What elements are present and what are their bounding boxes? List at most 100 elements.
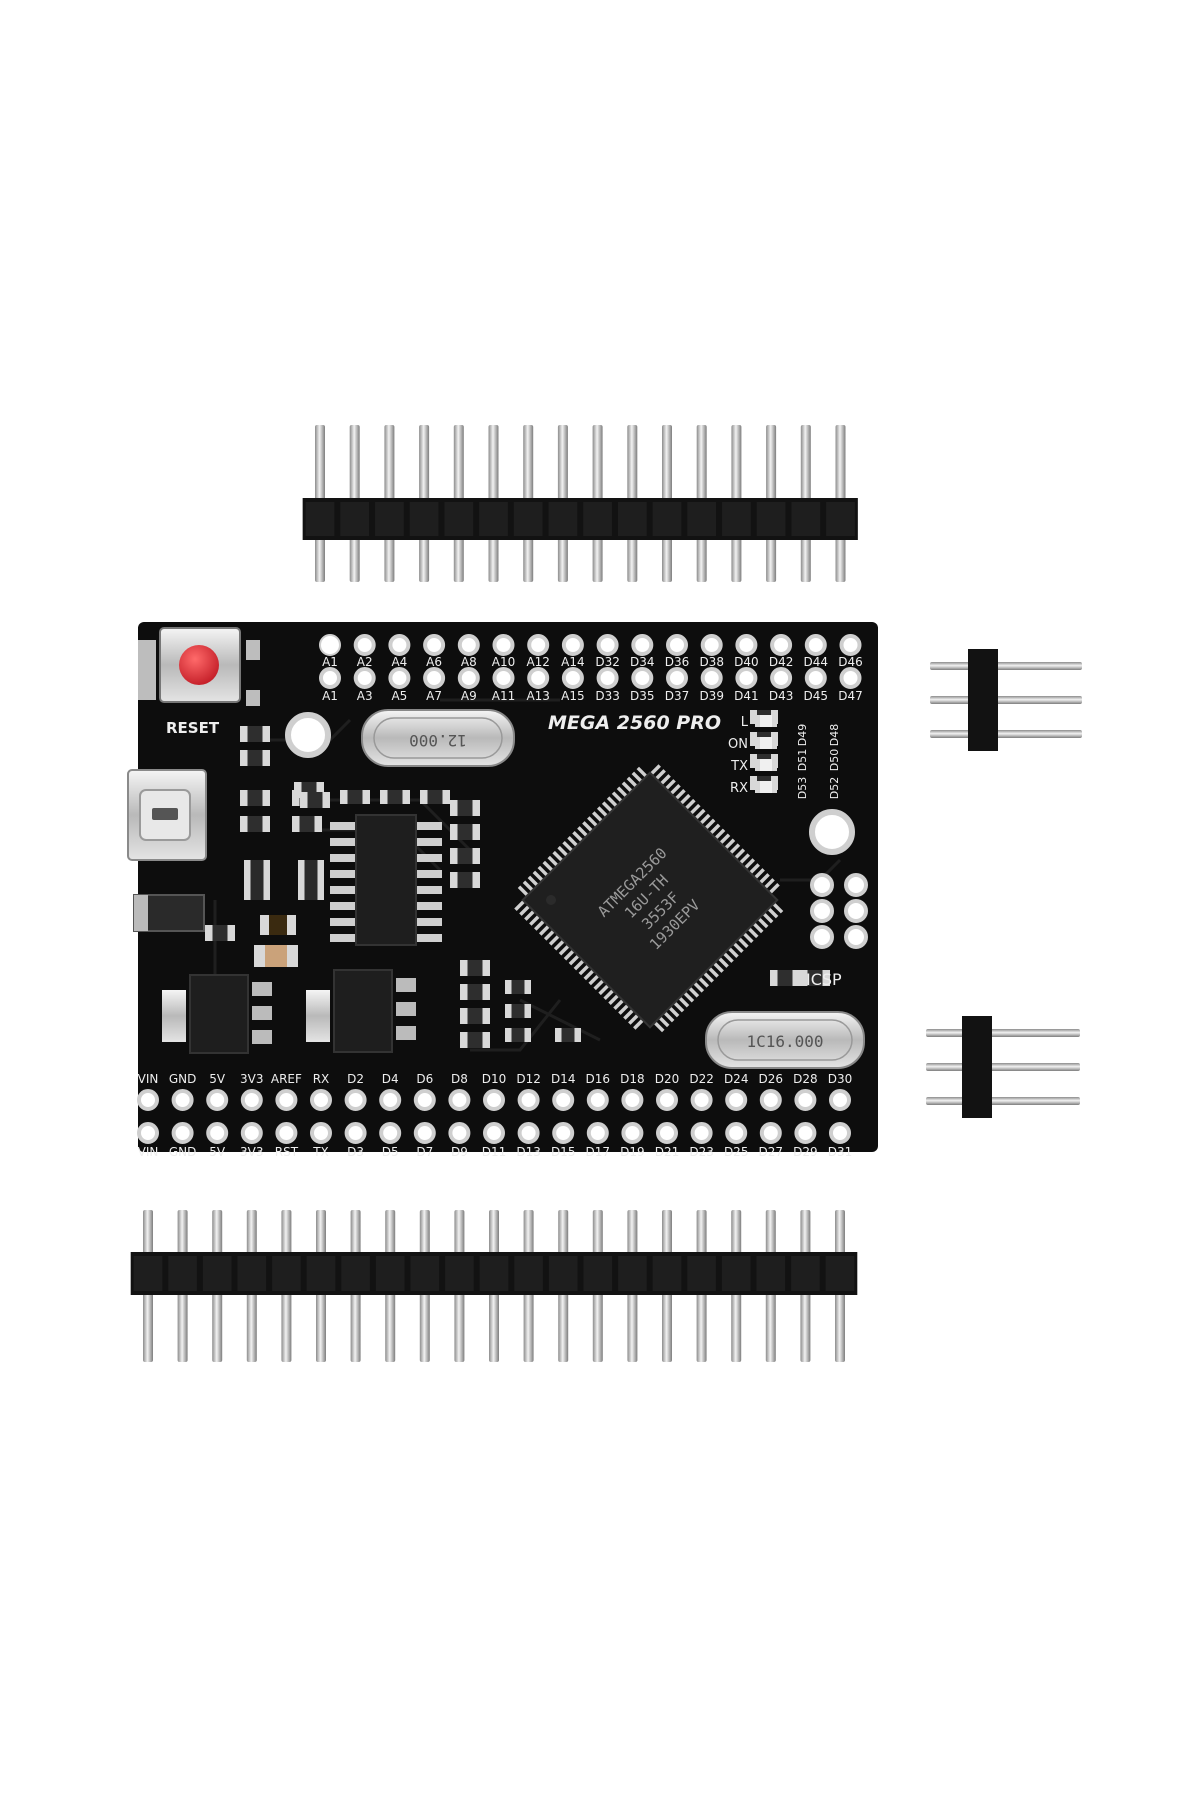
pin-label: VIN [138,1072,159,1086]
pin-label: A5 [391,689,407,703]
pin-label: D32 [595,655,620,669]
pin-label: D10 [482,1072,507,1086]
pin-hole [388,634,411,656]
chip-pin [628,1013,640,1025]
pin-hole [353,634,376,656]
reset-button[interactable] [138,627,260,706]
pin-hole [621,1122,644,1144]
pin-hole [586,1122,609,1144]
chip-pin [717,956,729,968]
pin-hole [275,1089,298,1111]
pin-holes [137,634,862,1144]
soic-pin [416,822,442,830]
soic-pin [416,854,442,862]
chip-pin [707,966,719,978]
led-lens [760,737,772,749]
pin-hole [770,667,793,689]
header-segment [410,1256,440,1291]
chip-pin [757,917,769,929]
pin-label: D20 [655,1072,680,1086]
pin-hole [700,667,723,689]
pin-hole [725,1122,748,1144]
pin-label: A3 [357,689,373,703]
chip-pin [532,870,544,882]
soic-pin [416,934,442,942]
chip-pin [722,951,734,963]
smd-body [807,970,823,986]
icsp-hole [844,873,868,897]
smd-body [467,984,483,1000]
pin-hole [829,1089,851,1111]
chip-pin [673,1001,685,1013]
chip-pin [734,848,746,860]
header-segment [756,502,786,536]
chip-pin [568,954,580,966]
chip-pin [684,798,696,810]
smd-body [247,726,263,742]
chip-pin [694,808,706,820]
header-pin [926,1029,1080,1037]
pin-hole [206,1089,229,1111]
chip-pin [739,853,751,865]
pin-label: D40 [734,655,759,669]
header-segment [791,502,821,536]
smd-body [511,980,525,994]
pin-label: D7 [416,1145,433,1159]
chip-pin [606,796,618,808]
header-segment [445,1256,474,1291]
pin-label: D45 [804,689,829,703]
smd-body [457,848,473,864]
pin-label: D2 [347,1072,364,1086]
chip-pin [514,900,526,911]
pin-label: GND [169,1072,197,1086]
chip-pin [768,883,780,894]
pin-label: D21 [655,1145,680,1159]
chip-pin [567,836,579,847]
chip-pin [608,994,620,1006]
pin-header-right-upper [930,649,1082,751]
pin-hole [552,1089,575,1111]
header-segment [652,1256,682,1291]
pin-hole [344,1122,367,1144]
chip-pin [524,909,536,921]
pin-hole [310,1089,332,1111]
crystal-16mhz-label: 1C16.000 [746,1032,823,1051]
header-segment [272,1256,301,1291]
pin-hole [735,634,758,656]
icsp-hole [810,873,834,897]
led-lens [760,781,772,793]
crystal-16mhz: 1C16.000 [705,1011,865,1069]
mount-hole-left [285,712,331,758]
pin-hole [700,634,723,656]
reset-button-cap[interactable] [179,645,219,685]
side-pin-label: D51 [796,749,809,771]
pin-hole [839,634,862,656]
pin-label: D11 [482,1145,507,1159]
chip-pin [732,942,744,954]
pin-hole [621,1089,644,1111]
chip-pin [703,971,714,983]
pin-label: 3V3 [240,1072,263,1086]
header-segment [133,1256,163,1291]
header-segment [548,502,578,536]
pin-hole [492,634,515,656]
pin-hole [631,634,654,656]
chip-pin [552,850,564,862]
pin-hole [666,667,688,689]
pin-hole [759,1089,782,1111]
chip-pin [542,860,554,872]
chip-pin [562,840,574,852]
micro-usb-port[interactable] [127,769,207,861]
chip-pin [543,929,555,941]
pin-label: D16 [586,1072,611,1086]
smd-body [427,790,443,804]
soic-pin [416,902,442,910]
crystal-12mhz-label: 12.000 [409,731,467,750]
header-pin [926,1063,1080,1071]
chip-pin [593,979,605,991]
header-body [962,1016,992,1118]
chip-pin [699,813,711,825]
pin-label: D47 [838,689,863,703]
